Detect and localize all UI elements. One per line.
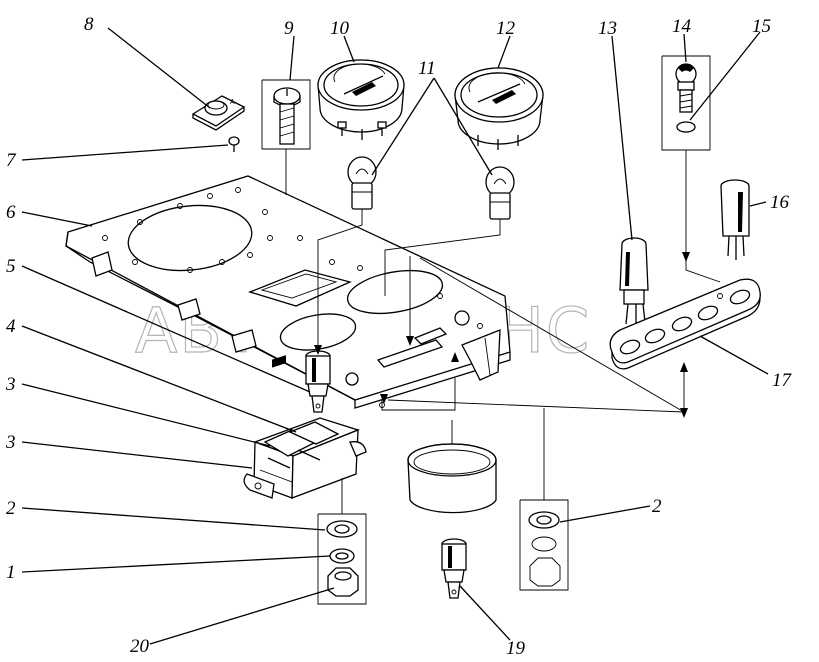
lamp-socket-6 [305,350,331,413]
callout-10: 9 [284,18,294,39]
callout-16: 15 [752,16,771,37]
svg-text:A: A [230,99,235,106]
callout-15: 14 [672,16,692,37]
callout-11: 10 [330,18,350,39]
callout-labels: 8 9 10 11 12 13 14 15 16 17 7 6 5 4 3 3 … [5,14,793,659]
lamp-holder-14 [619,237,649,326]
callout-20: 20 [130,636,150,657]
instrument-panel-plate [65,175,511,409]
callout-1: 1 [6,562,16,583]
leader-lines [21,27,769,645]
lamp-board-18 [609,278,761,370]
callout-2-right: 2 [652,496,662,517]
gauge-13 [454,67,544,150]
fastener-stack-left [317,478,367,605]
callout-19: 19 [506,638,526,659]
bulb-12-right [485,166,515,220]
assembly-guide-lines [314,209,721,444]
callout-2-left: 2 [6,498,16,519]
lamp-socket-19 [441,538,467,599]
callout-14: 13 [598,18,617,39]
indicator-lamp-9: A [191,95,246,131]
callout-7: 6 [6,202,16,223]
callout-18: 17 [772,370,793,391]
callout-9: 8 [84,14,94,35]
callout-4: 3 [5,374,16,395]
bulb-12-left [347,156,377,210]
bezel-ring [407,443,497,514]
callout-3: 3 [5,432,16,453]
lamp-holder-17 [720,179,750,260]
callout-17: 16 [770,192,790,213]
fastener-stack-right [519,408,569,591]
screw-8 [228,136,240,152]
callout-13: 12 [496,18,516,39]
lamp-15-ring-16-group [661,55,711,258]
gauge-11 [317,59,405,140]
callout-5: 4 [6,316,16,337]
callout-12: 11 [418,58,436,79]
callout-6: 5 [6,256,16,277]
callout-8: 7 [6,150,17,171]
rocker-switch-3-4 [243,355,367,499]
bolt-10-group [261,79,311,195]
